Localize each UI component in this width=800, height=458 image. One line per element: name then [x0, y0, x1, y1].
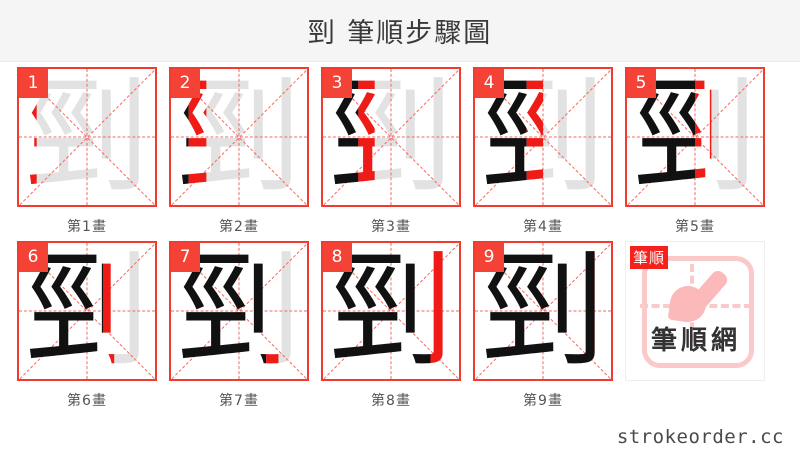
logo-plate: [642, 256, 754, 368]
logo-name: 筆順網: [650, 326, 741, 356]
site-logo-box[interactable]: 筆順筆順網: [625, 241, 765, 381]
page-header: 剄 筆順步驟圖: [0, 0, 800, 62]
stroke-step-label: 第2畫: [219, 219, 259, 235]
current-stroke: 剄: [480, 243, 605, 379]
stroke-step-label: 第1畫: [67, 219, 107, 235]
site-logo-cell[interactable]: 筆順筆順網: [625, 241, 777, 410]
stroke-step-label: 第7畫: [219, 393, 259, 409]
stroke-number-badge: 6: [19, 243, 48, 272]
stroke-number-badge: 2: [171, 69, 200, 98]
stroke-number-badge: 1: [19, 69, 48, 98]
stroke-step-label: 第8畫: [371, 393, 411, 409]
stroke-number-badge: 7: [171, 243, 200, 272]
current-stroke: 剄: [328, 69, 453, 205]
stroke-step-label: 第3畫: [371, 219, 411, 235]
stroke-number-badge: 5: [627, 69, 656, 98]
stroke-step-label: 第6畫: [67, 393, 107, 409]
current-stroke: 剄: [24, 243, 149, 379]
site-watermark: strokeorder.cc: [616, 426, 784, 448]
current-stroke: 剄: [176, 69, 301, 205]
current-stroke: 剄: [176, 243, 301, 379]
stroke-number-badge: 9: [475, 243, 504, 272]
logo-badge: 筆順: [630, 246, 669, 269]
stroke-number-badge: 4: [475, 69, 504, 98]
current-stroke: 剄: [24, 69, 149, 205]
stroke-number-badge: 3: [323, 69, 352, 98]
stroke-step-label: 第4畫: [523, 219, 563, 235]
completed-strokes: 剄: [176, 69, 301, 205]
stroke-number-badge: 8: [323, 243, 352, 272]
stroke-step-label: 第5畫: [675, 219, 715, 235]
current-stroke: 剄: [632, 69, 757, 205]
current-stroke: 剄: [328, 243, 453, 379]
stroke-step-label: 第9畫: [523, 393, 563, 409]
current-stroke: 剄: [480, 69, 605, 205]
page-title: 剄 筆順步驟圖: [307, 18, 493, 49]
